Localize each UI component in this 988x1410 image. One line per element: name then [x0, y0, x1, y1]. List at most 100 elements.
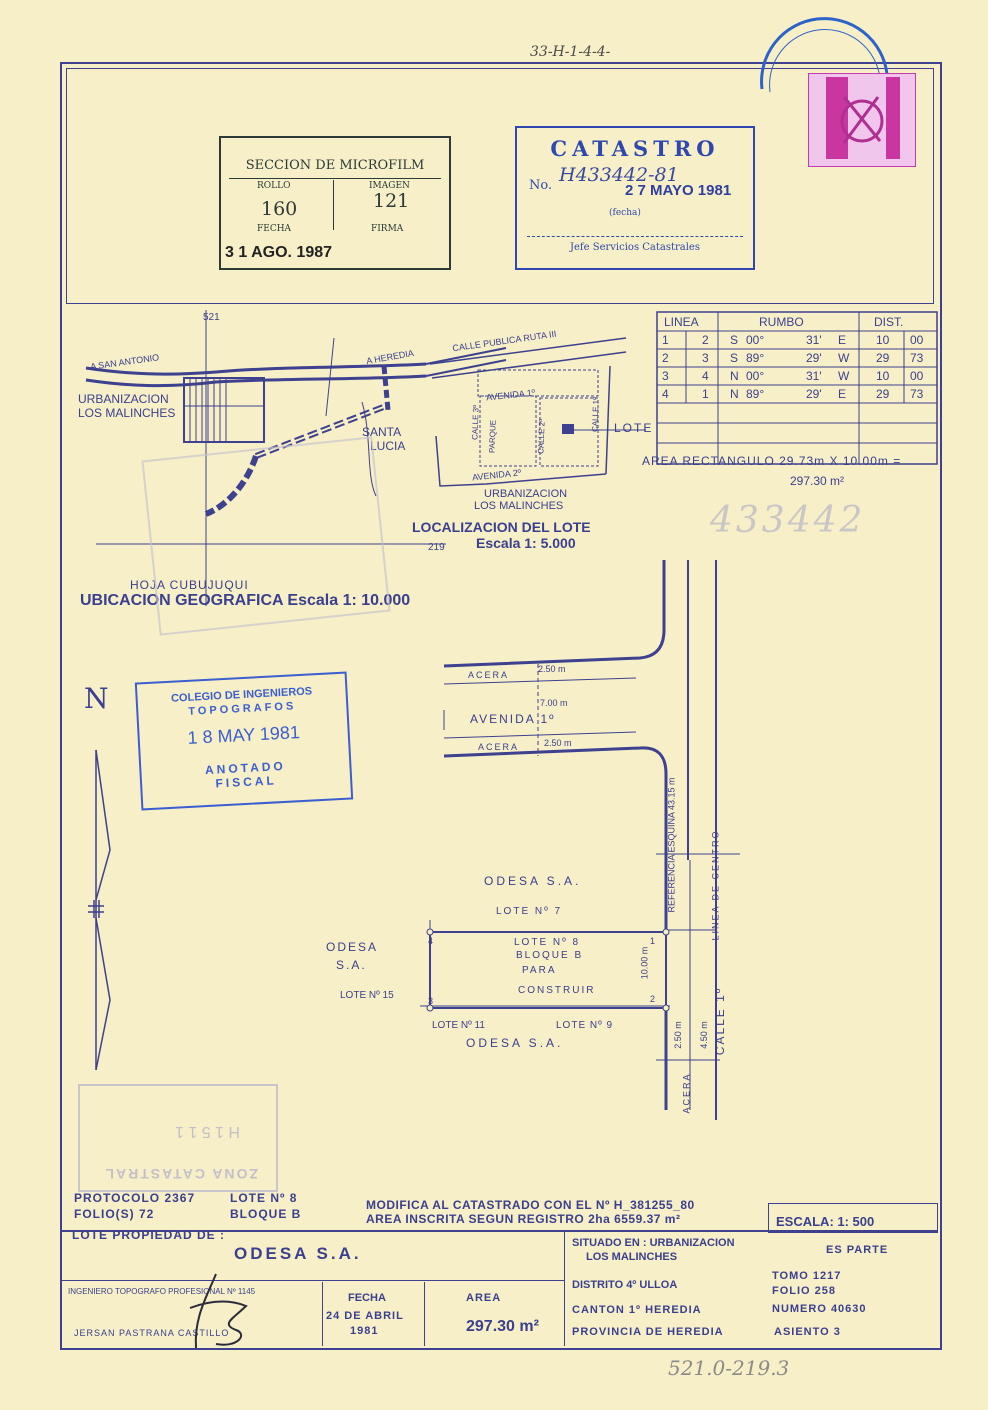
colegio-stamp: COLEGIO DE INGENIEROS TOPOGRAFOS 1 8 MAY…: [134, 671, 354, 811]
avenida-width: 7.00 m: [540, 698, 568, 708]
cell-r1-c1: 3: [702, 351, 709, 365]
linea-centro-label: LINEA DE CENTRO: [710, 829, 721, 941]
width-250: 2.50 m: [672, 1021, 683, 1049]
asiento: ASIENTO 3: [774, 1326, 841, 1338]
microfilm-date: 3 1 AGO. 1987: [225, 244, 333, 261]
zona-stamp: ZONA CATASTRAL H 1 5 1 1: [78, 1084, 278, 1192]
cell-r1-c5: W: [838, 351, 850, 365]
lote8-label: LOTE Nº 8: [514, 937, 581, 948]
cell-r0-c2: S: [730, 333, 738, 347]
protocolo: PROTOCOLO 2367: [74, 1191, 196, 1205]
ingeniero-name: JERSAN PASTRANA CASTILLO: [74, 1328, 230, 1338]
label-urbanizacion-local: URBANIZACION: [484, 488, 568, 500]
cell-r3-c6: 29: [876, 387, 890, 401]
construir-label: CONSTRUIR: [518, 985, 596, 996]
numero: NUMERO 40630: [772, 1303, 867, 1315]
escala-box: [768, 1203, 938, 1233]
engineer-signature: [189, 1273, 248, 1349]
area-value: 297.30 m²: [466, 1318, 539, 1335]
cell-r3-c0: 4: [662, 387, 669, 401]
acera-bottom-label: ACERA: [478, 742, 520, 752]
footer-vline-fecha: [322, 1282, 323, 1346]
svg-text:1: 1: [650, 936, 655, 946]
cell-r3-c7: 73: [910, 387, 924, 401]
table-header-dist: DIST.: [874, 315, 903, 329]
label-calle3-local: CALLE 3º: [470, 404, 481, 441]
fiscal-stamp: [808, 73, 916, 167]
modifica: MODIFICA AL CATASTRADO CON EL Nº H_38125…: [366, 1198, 695, 1212]
cell-r0-c4: 31': [806, 333, 822, 347]
lote-propiedad-label: LOTE PROPIEDAD DE :: [72, 1228, 226, 1242]
odesa-left-2: S.A.: [336, 958, 367, 972]
survey-table: LINEA RUMBO DIST. 1 2 S 00° 31' E 10 00 …: [656, 311, 938, 465]
firma-label: FIRMA: [371, 224, 404, 234]
table-header-rumbo: RUMBO: [759, 315, 804, 329]
cell-r1-c3: 89°: [746, 351, 764, 365]
lote7-label: LOTE Nº 7: [496, 906, 563, 917]
catastro-role: Jefe Servicios Catastrales: [570, 242, 700, 253]
lote11-label: LOTE Nº 11: [432, 1020, 485, 1031]
localizacion-title: LOCALIZACION DEL LOTE: [412, 519, 591, 535]
cell-r2-c7: 00: [910, 369, 924, 383]
cell-r1-c7: 73: [910, 351, 924, 365]
fecha-label: FECHA: [348, 1292, 386, 1304]
catastro-number: H433442-81: [559, 164, 679, 186]
footer-hline-1: [60, 1280, 564, 1281]
bloque-label: BLOQUE B: [516, 950, 584, 961]
north-label: N: [84, 682, 109, 715]
top-reference: 33-H-1-4-4-: [530, 44, 611, 60]
area-result: 297.30 m²: [790, 474, 845, 488]
cell-r2-c5: W: [838, 369, 850, 383]
footer-lote: LOTE Nº 8: [230, 1191, 298, 1205]
cell-r1-c0: 2: [662, 351, 669, 365]
svg-text:3: 3: [428, 996, 433, 1006]
label-lucia: LUCIA: [370, 439, 406, 453]
localizacion-scale: Escala 1: 5.000: [476, 535, 576, 551]
label-lote-local: LOTE: [614, 421, 654, 435]
folios: FOLIO(S) 72: [74, 1207, 155, 1221]
grid-label-top: 521: [203, 312, 220, 323]
area-rectangulo: AREA RECTANGULO 29.73m X 10.00m =: [642, 454, 902, 468]
escala-value: ESCALA: 1: 500: [776, 1214, 875, 1229]
label-parque-local: PARQUE: [487, 419, 498, 454]
label-calle1-local: CALLE 1º: [590, 396, 601, 433]
catastro-date: 2 7 MAYO 1981: [625, 182, 732, 199]
zona-title: ZONA CATASTRAL: [103, 1166, 259, 1182]
table-header-linea: LINEA: [664, 315, 699, 329]
acera-top-width: 2.50 m: [538, 664, 566, 674]
fecha-value-2: 1981: [350, 1325, 379, 1337]
grid-label-bottom: 219: [428, 542, 445, 553]
cell-r0-c6: 10: [876, 333, 890, 347]
canton: CANTON 1º HEREDIA: [572, 1304, 702, 1316]
cell-r1-c4: 29': [806, 351, 822, 365]
footer-vline-area: [424, 1282, 425, 1346]
lote-propiedad-value: ODESA S.A.: [234, 1244, 362, 1263]
width-450: 4.50 m: [698, 1021, 709, 1049]
catastro-stamp: CATASTRO No. H433442-81 2 7 MAYO 1981 (f…: [515, 126, 755, 270]
cell-r3-c4: 29': [806, 387, 822, 401]
lot-depth: 10.00 m: [639, 946, 650, 980]
label-santa: SANTA: [362, 425, 402, 439]
odesa-top: ODESA S.A.: [484, 874, 582, 888]
acera-vertical: ACERA: [681, 1072, 692, 1114]
cell-r1-c2: S: [730, 351, 738, 365]
area-label: AREA: [466, 1292, 502, 1304]
label-urbanizacion-left: URBANIZACION: [78, 392, 169, 406]
calle1-label: CALLE 1º: [713, 986, 728, 1056]
colegio-date: 1 8 MAY 1981: [187, 722, 301, 748]
svg-text:2: 2: [650, 994, 655, 1004]
cell-r3-c3: 89°: [746, 387, 764, 401]
ingeniero-label: INGENIERO TOPOGRAFO PROFESIONAL Nº 1145: [68, 1287, 256, 1296]
cell-r3-c1: 1: [702, 387, 709, 401]
tomo: TOMO 1217: [772, 1270, 842, 1282]
catastro-fecha-label: (fecha): [609, 208, 641, 218]
rollo-label: ROLLO: [257, 181, 291, 191]
rollo-value: 160: [261, 198, 298, 220]
distrito: DISTRITO 4º ULLOA: [572, 1279, 678, 1291]
microfilm-stamp: SECCION DE MICROFILM ROLLO IMAGEN 160 12…: [219, 136, 451, 270]
handwritten-number: 433442: [710, 500, 866, 541]
microfilm-title: SECCION DE MICROFILM: [245, 158, 425, 173]
cell-r2-c1: 4: [702, 369, 709, 383]
folio: FOLIO 258: [772, 1285, 837, 1297]
imagen-value: 121: [373, 190, 410, 212]
